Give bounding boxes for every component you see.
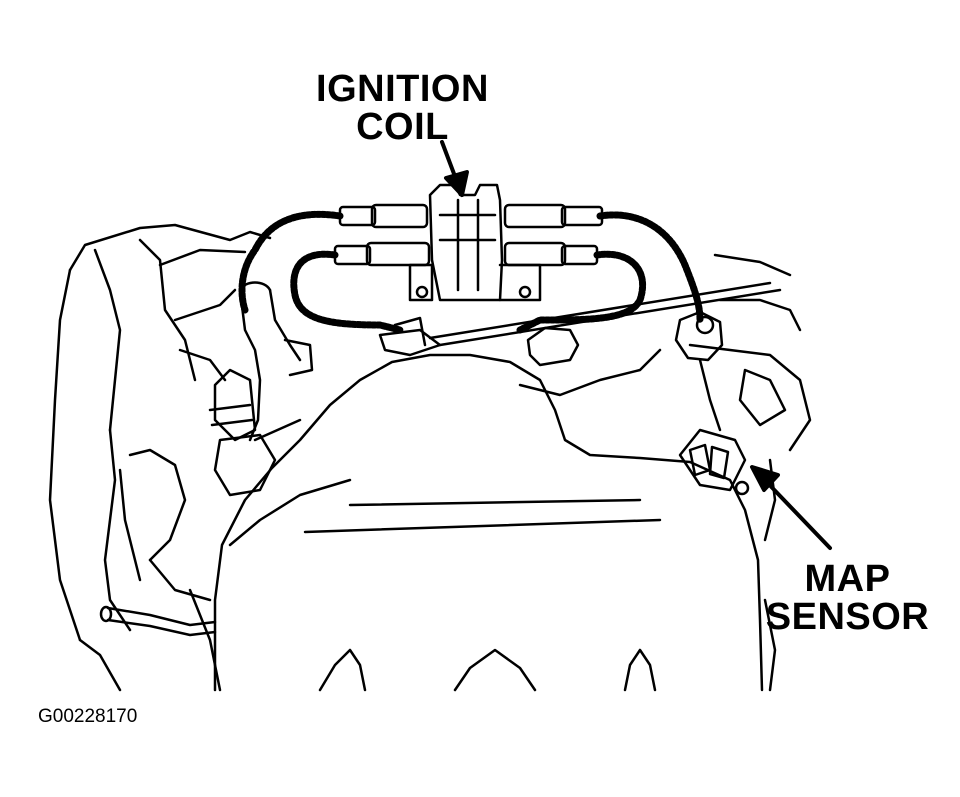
map-sensor-label: MAP SENSOR xyxy=(760,560,935,636)
engine-block xyxy=(48,223,812,692)
intake-plenum xyxy=(213,348,764,692)
fuel-line xyxy=(99,605,217,637)
spark-plug-wires xyxy=(238,210,704,334)
ignition-coil-label: IGNITION COIL xyxy=(290,70,515,146)
figure-id: G00228170 xyxy=(38,706,138,727)
breather-hose xyxy=(208,281,314,497)
map-sensor-label-line1: MAP xyxy=(804,558,891,600)
throttle-linkage xyxy=(378,281,782,357)
map-sensor xyxy=(678,428,750,496)
callout-arrows xyxy=(440,140,832,550)
map-sensor-label-line2: SENSOR xyxy=(765,596,930,638)
cylinder-head-plug-caps xyxy=(393,310,724,367)
ignition-coil-label-line1: IGNITION xyxy=(316,68,489,110)
ignition-coil-label-line2: COIL xyxy=(356,106,449,148)
